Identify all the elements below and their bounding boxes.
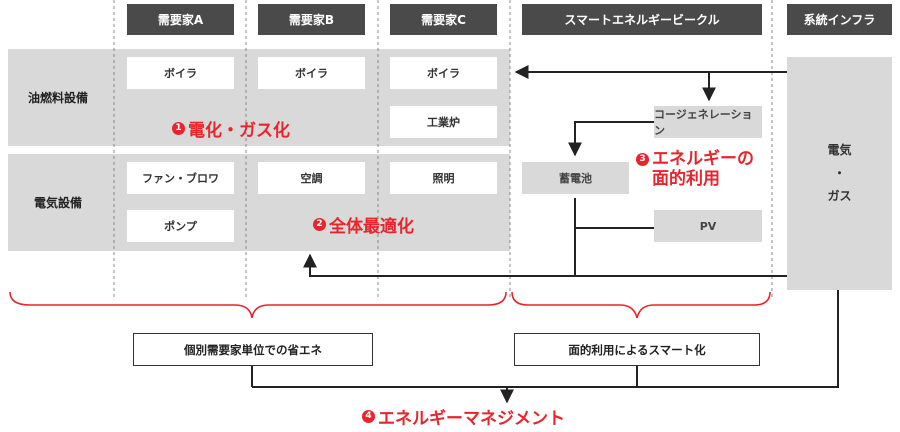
battery-box: 蓄電池	[522, 162, 629, 194]
infra-separator: ・	[833, 166, 846, 181]
number-4: 4	[362, 410, 375, 423]
number-2: 2	[313, 218, 326, 231]
equipment-c-lighting: 照明	[390, 162, 497, 194]
label-energy-management: 4 エネルギーマネジメント	[362, 404, 565, 429]
label-area-utilization: 3 エネルギーの 面的利用	[636, 149, 754, 190]
equipment-c-boiler: ボイラ	[390, 57, 497, 89]
header-grid-infra: 系統インフラ	[787, 4, 892, 35]
pv-box: PV	[654, 210, 762, 242]
outcome-individual-saving: 個別需要家単位での省エネ	[133, 333, 373, 366]
header-consumer-a: 需要家A	[127, 4, 234, 35]
infra-gas: ガス	[827, 188, 852, 203]
brace-vehicle	[511, 291, 771, 319]
label-overall-optimization-text: 全体最適化	[329, 217, 414, 237]
label-electrification-text: 電化・ガス化	[188, 121, 290, 141]
row-label-electric: 電気設備	[33, 196, 82, 210]
label-area-utilization-line1: エネルギーの	[652, 149, 754, 169]
arrow-infra-to-electric	[303, 253, 787, 277]
brace-consumers	[9, 291, 507, 319]
equipment-b-boiler: ボイラ	[258, 57, 365, 89]
cogeneration-box: コージェネレーション	[654, 106, 762, 138]
grid-infra-box: 電気 ・ ガス	[787, 57, 892, 290]
label-overall-optimization: 2 全体最適化	[313, 212, 414, 237]
number-1: 1	[172, 122, 185, 135]
number-3: 3	[636, 153, 649, 166]
infra-electric: 電気	[827, 143, 852, 158]
header-consumer-c: 需要家C	[390, 4, 497, 35]
row-label-oil: 油燃料設備	[27, 91, 88, 105]
outcome-area-smart: 面的利用によるスマート化	[514, 333, 760, 366]
header-consumer-b: 需要家B	[258, 4, 365, 35]
equipment-a-fan-blower: ファン・ブロワ	[127, 162, 234, 194]
label-area-utilization-line2: 面的利用	[652, 169, 720, 190]
equipment-c-furnace: 工業炉	[390, 106, 497, 138]
label-electrification: 1 電化・ガス化	[172, 116, 290, 141]
line-infra-down	[252, 290, 839, 388]
equipment-b-aircon: 空調	[258, 162, 365, 194]
header-smart-vehicle: スマートエネルギービークル	[522, 4, 762, 35]
equipment-a-pump: ポンプ	[127, 210, 234, 242]
equipment-a-boiler: ボイラ	[127, 57, 234, 89]
arrow-cogen-to-battery	[568, 121, 654, 157]
column-dividers	[113, 0, 773, 300]
line-pv-to-battery	[574, 198, 654, 229]
label-energy-management-text: エネルギーマネジメント	[378, 409, 565, 429]
